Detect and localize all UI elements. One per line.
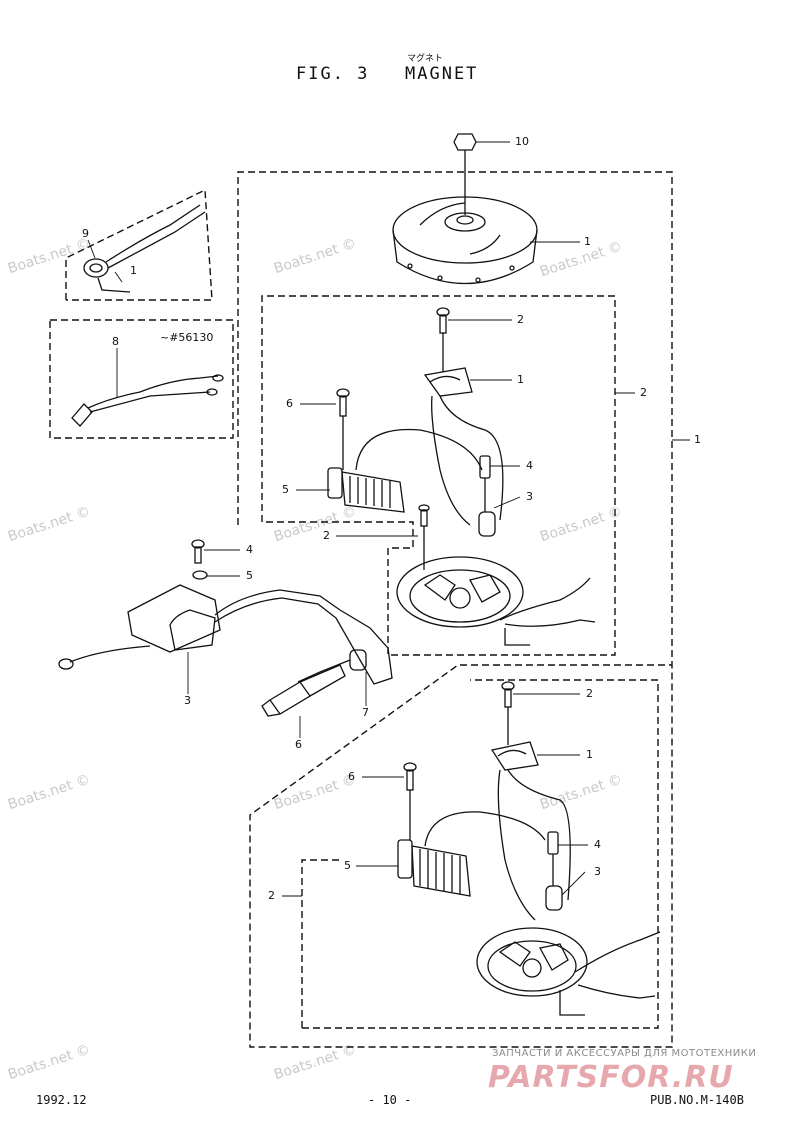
- callout-4: 4: [526, 459, 533, 472]
- pulser-coil-part: [490, 741, 571, 921]
- flywheel-part: [392, 196, 538, 285]
- callout-6: 6: [286, 397, 293, 410]
- sleeve-part: [545, 831, 563, 911]
- title-kana: マグネト: [407, 54, 444, 64]
- callout-5: 5: [344, 859, 351, 872]
- callout-3: 3: [594, 865, 601, 878]
- pulser-coil-part: [423, 367, 504, 526]
- callout-3: 3: [184, 694, 191, 707]
- stator-base-part: [396, 556, 596, 646]
- lead-wire-part: [71, 374, 224, 427]
- figure-label: FIG. 3: [296, 64, 370, 84]
- callout-2: 2: [640, 386, 647, 399]
- screw-part: [436, 307, 450, 372]
- callout-1: 1: [584, 235, 591, 248]
- charge-coil-part: [397, 762, 546, 897]
- callout-5: 5: [246, 569, 253, 582]
- callout-3: 3: [526, 490, 533, 503]
- callout-2: 2: [586, 687, 593, 700]
- callout-1: 1: [517, 373, 524, 386]
- group-outline: [49, 171, 673, 1048]
- sleeve-part: [478, 455, 496, 537]
- callout-2: 2: [517, 313, 524, 326]
- callout-2: 2: [323, 529, 330, 542]
- callout-2: 2: [268, 889, 275, 902]
- callout-8: 8: [112, 335, 119, 348]
- nut-part: [453, 133, 477, 215]
- spark-plug-part: [261, 664, 346, 717]
- banner-tagline: ЗАПЧАСТИ И АКСЕССУАРЫ ДЛЯ МОТОТЕХНИКИ: [492, 1048, 757, 1059]
- callout-10: 10: [515, 135, 529, 148]
- footer-date: 1992.12: [36, 1093, 87, 1107]
- screw-part: [418, 504, 430, 570]
- callout-1: 1: [130, 264, 137, 277]
- charge-coil-part: [327, 388, 483, 513]
- leader-lines: [87, 141, 690, 897]
- ignition-coil-part: [58, 539, 393, 685]
- stator-base-part: [476, 927, 661, 1016]
- serial-note: ~#56130: [160, 331, 214, 344]
- callout-4: 4: [246, 543, 253, 556]
- callout-4: 4: [594, 838, 601, 851]
- publication-number: PUB.NO.M-140B: [650, 1093, 744, 1107]
- callout-1: 1: [586, 748, 593, 761]
- callout-5: 5: [282, 483, 289, 496]
- callout-6: 6: [348, 770, 355, 783]
- callout-7: 7: [362, 706, 369, 719]
- callout-1: 1: [694, 433, 701, 446]
- banner-logo: PARTSFOR.RU: [488, 1060, 734, 1095]
- callout-9: 9: [82, 227, 89, 240]
- page-title: MAGNET: [405, 64, 479, 84]
- screw-part: [501, 681, 515, 745]
- page-number: - 10 -: [368, 1093, 412, 1107]
- callout-6: 6: [295, 738, 302, 751]
- stop-switch-part: [83, 204, 206, 293]
